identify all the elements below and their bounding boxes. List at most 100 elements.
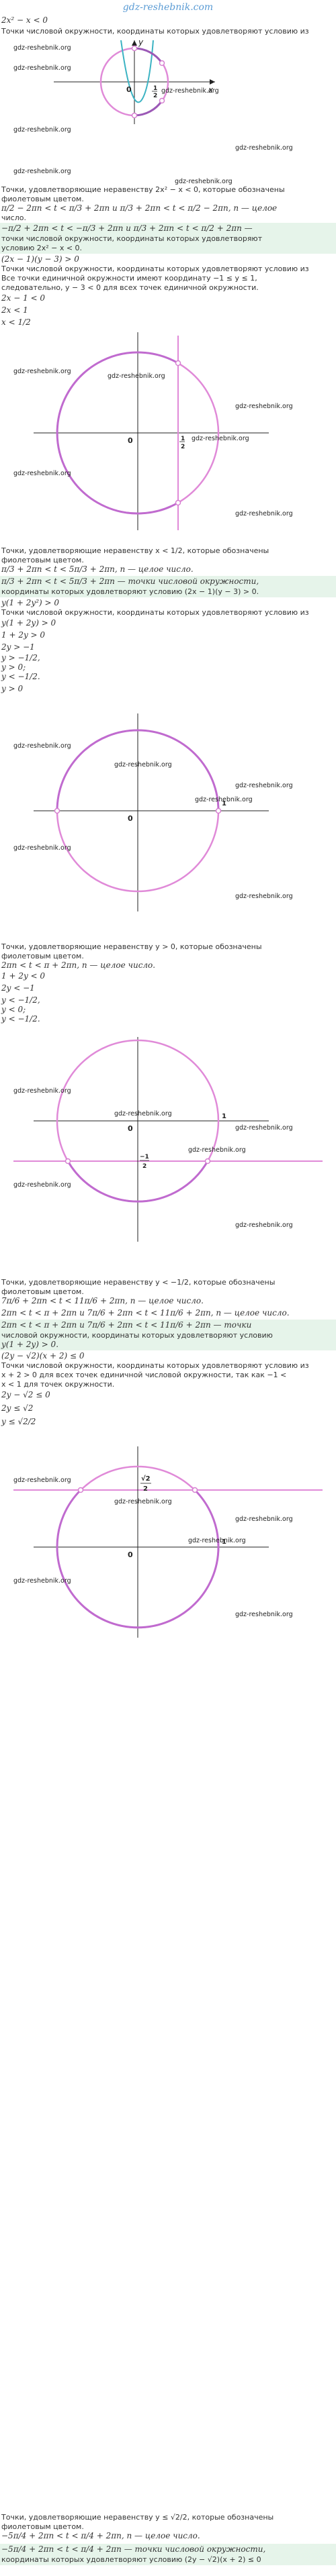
tail-2: y(1 + 2y²) > 0 [1, 598, 60, 607]
answer-highlight-2 [0, 576, 336, 597]
circle-figure-1: y x 0 1 2 [54, 38, 215, 124]
watermark: gdz-reshebnik.org [161, 87, 219, 95]
watermark: gdz-reshebnik.org [13, 168, 71, 175]
watermark: gdz-reshebnik.org [13, 1087, 71, 1095]
ineq-1: π/2 − 2πn < t < π/3 + 2πn и π/3 + 2πn < … [1, 203, 278, 213]
half-den-1: 2 [153, 93, 157, 99]
answer-2-line-1: π/3 + 2πn < t < 5π/3 + 2πn — точки число… [1, 577, 259, 586]
origin-label-3: 0 [128, 814, 133, 823]
cond-3c: 2y > −1 [1, 642, 35, 652]
half-den-2: 2 [181, 444, 185, 450]
intro-text-2: Точки числовой окружности, координаты ко… [1, 264, 309, 273]
watermark: gdz-reshebnik.org [175, 178, 233, 185]
watermark: gdz-reshebnik.org [13, 1577, 71, 1585]
one-label-4: 1 [222, 1113, 226, 1120]
watermark: gdz-reshebnik.org [114, 1110, 172, 1118]
watermark: gdz-reshebnik.org [13, 470, 71, 477]
watermark: gdz-reshebnik.org [235, 1222, 293, 1229]
watermark: gdz-reshebnik.org [188, 1146, 246, 1154]
origin-label-4: 0 [128, 1124, 133, 1133]
answer-highlight-5 [0, 2544, 336, 2565]
sqrt2-num-5: √2 [141, 1475, 151, 1483]
sys-3e: y < 0; [1, 1005, 26, 1014]
origin-label-1: 0 [126, 85, 132, 94]
cond-4b: 2y − √2 ≤ 0 [1, 1390, 50, 1399]
watermark: gdz-reshebnik.org [235, 1516, 293, 1523]
cond-3b: 1 + 2y > 0 [1, 630, 46, 640]
answer-5-line-1: −5π/4 + 2πn < t < π/4 + 2πn — точки числ… [1, 2544, 266, 2554]
answer-4-line-3: y(1 + 2y) > 0. [1, 1340, 59, 1349]
cond-4a: (2y − √2)(x + 2) ≤ 0 [1, 1351, 85, 1360]
watermark: gdz-reshebnik.org [235, 403, 293, 410]
answer-highlight-4 [0, 1320, 336, 1350]
site-header: gdz-reshebnik.com [0, 0, 336, 13]
answer-1-line-1: −π/2 + 2πn < t < −π/3 + 2πn и π/3 + 2πn … [1, 224, 253, 233]
watermark: gdz-reshebnik.org [235, 1611, 293, 1618]
axis-y-label-1: y [138, 38, 144, 47]
neg-half-num-4: −1 [140, 1154, 149, 1160]
watermark: gdz-reshebnik.org [13, 742, 71, 750]
watermark: gdz-reshebnik.org [192, 435, 249, 442]
answer-5-line-2: координаты которых удовлетворяют условию… [1, 2555, 261, 2564]
answer-1-line-2: точки числовой окружности, координаты ко… [1, 234, 263, 243]
sys-3f: y < −1/2. [1, 1014, 40, 1024]
cond-2a: 2x − 1 < 0 [1, 293, 46, 303]
ineq-4a: 7π/6 + 2πn < t < 11π/6 + 2πn, n — целое … [1, 1296, 204, 1305]
shown-text-3: Точки, удовлетворяющие неравенству y > 0… [1, 942, 262, 951]
intro-text-3: Точки числовой окружности, координаты ко… [1, 608, 309, 617]
circle-figure-2: 0 1 2 [34, 332, 269, 530]
shown-text-1: Точки, удовлетворяющие неравенству 2x² −… [1, 185, 285, 194]
ref-text-2: Все точки единичной окружности имеют коо… [1, 274, 257, 283]
answer-highlight-1 [0, 223, 336, 254]
watermark: gdz-reshebnik.org [235, 893, 293, 900]
answer-1-line-3: условию 2x² − x < 0. [1, 244, 83, 252]
answer-2-line-2: координаты которых удовлетворяют условию… [1, 587, 259, 596]
ineq-3: 2πn < t < π + 2πn, n — целое число. [1, 960, 156, 970]
watermark: gdz-reshebnik.org [13, 44, 71, 52]
intro-text-4: Точки числовой окружности, координаты ко… [1, 1361, 309, 1370]
watermark: gdz-reshebnik.org [13, 1477, 71, 1484]
ref-text-4: x + 2 > 0 для всех точек единичной число… [1, 1371, 287, 1379]
one-label-5: 1 [222, 1538, 226, 1546]
condition-1: 2x² − x < 0 [1, 15, 48, 25]
cond-2c: x < 1/2 [1, 317, 31, 327]
violet-text-2: фиолетовым цветом. [1, 556, 84, 564]
watermark: gdz-reshebnik.org [235, 510, 293, 517]
ineq-4b: 2πn < t < π + 2πn и 7π/6 + 2πn < t < 11π… [1, 1308, 290, 1318]
site-title[interactable]: gdz-reshebnik.com [122, 2, 214, 13]
axis-x-label-1: x [208, 85, 214, 95]
cond-3d: y > 0 [1, 684, 24, 693]
sys-3d: y < −1/2, [1, 995, 40, 1005]
ineq-2: π/3 + 2πn < t < 5π/3 + 2πn, n — целое чи… [1, 564, 194, 574]
ref-text-2b: следовательно, y − 3 < 0 для всех точек … [1, 283, 259, 292]
ref-text-4b: x < 1 для точек окружности. [1, 1380, 115, 1389]
circle-figure-4: 1 0 −1 2 [13, 1037, 323, 1242]
violet-text-5: фиолетовым цветом. [1, 2522, 84, 2531]
watermark: gdz-reshebnik.org [13, 368, 71, 375]
watermark: gdz-reshebnik.org [108, 373, 165, 380]
violet-text-1: фиолетовым цветом. [1, 195, 84, 203]
half-num-1: 1 [153, 85, 157, 92]
sys-3c: y < −1/2. [1, 672, 40, 681]
shown-text-2: Точки, удовлетворяющие неравенству x < 1… [1, 546, 269, 555]
sqrt2-den-5: 2 [143, 1485, 148, 1493]
circle-figure-5: √2 2 0 1 [13, 1446, 323, 1638]
tail-1: (2x − 1)(y − 3) > 0 [1, 254, 79, 264]
answer-4-line-1: 2πn < t < π + 2πn и 7π/6 + 2πn < t < 11π… [1, 1320, 252, 1330]
watermark: gdz-reshebnik.org [13, 126, 71, 134]
ineq-5: −5π/4 + 2πn < t < π/4 + 2πn, n — целое ч… [1, 2531, 200, 2540]
watermark: gdz-reshebnik.org [195, 796, 253, 803]
watermark: gdz-reshebnik.org [114, 761, 172, 769]
cond-4c: 2y ≤ √2 [1, 1403, 34, 1413]
sys-3b: y > 0; [1, 662, 26, 672]
origin-label-5: 0 [128, 1550, 133, 1559]
cond-3f: 2y < −1 [1, 983, 35, 993]
watermark: gdz-reshebnik.org [114, 1498, 172, 1505]
shown-text-5: Точки, удовлетворяющие неравенству y ≤ √… [1, 2513, 274, 2522]
cond-3a: y(1 + 2y) > 0 [1, 618, 56, 628]
intro-text-1: Точки числовой окружности, координаты ко… [1, 27, 309, 36]
watermark: gdz-reshebnik.org [13, 64, 71, 72]
watermark: gdz-reshebnik.org [235, 144, 293, 152]
cond-2b: 2x < 1 [1, 305, 28, 315]
origin-label-2: 0 [128, 436, 133, 445]
